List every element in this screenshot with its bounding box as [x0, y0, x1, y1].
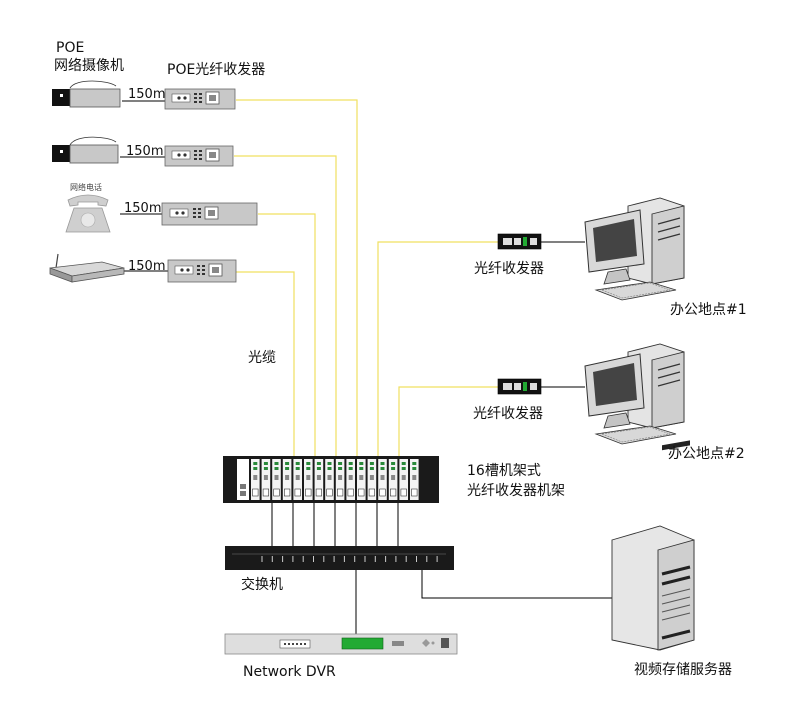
- fiber-lines: [234, 99, 498, 456]
- chassis-slot: [357, 459, 366, 500]
- fiber-transceiver-icon: [497, 378, 542, 395]
- network-dvr: [224, 633, 458, 655]
- chassis-slot: [293, 459, 302, 500]
- fiber-transceiver-icon: [161, 202, 258, 226]
- chassis-slot: [346, 459, 355, 500]
- chassis-slots: [251, 459, 419, 500]
- chassis-slot: [251, 459, 260, 500]
- label-poe: POE: [56, 40, 84, 56]
- ip-camera-icon: [52, 80, 121, 108]
- fiber-line-1: [236, 99, 358, 456]
- label-switch: 交换机: [241, 576, 283, 593]
- chassis-slot: [388, 459, 398, 500]
- fiber-line-office-1: [377, 241, 498, 456]
- fiber-transceiver-icon: [497, 233, 542, 250]
- desktop-pc-icon: [584, 343, 685, 445]
- fiber-line-2: [234, 155, 337, 456]
- label-poe-transceiver: POE光纤收发器: [167, 62, 265, 78]
- chassis-slot: [399, 459, 408, 500]
- ip-phone-icon: [65, 194, 111, 233]
- fiber-chassis-16-slot: [223, 456, 439, 503]
- label-video-server: 视频存储服务器: [634, 662, 732, 678]
- ip-camera-icon: [52, 136, 119, 164]
- chassis-slot: [335, 459, 345, 500]
- chassis-slot: [410, 459, 419, 500]
- label-chassis-line1: 16槽机架式: [467, 463, 541, 479]
- label-dvr: Network DVR: [243, 664, 336, 680]
- label-office-1: 办公地点#1: [670, 302, 747, 318]
- label-camera: 网络摄像机: [54, 58, 124, 74]
- fiber-transceiver-icon: [164, 88, 236, 110]
- label-distance-4: 150m: [128, 259, 165, 274]
- label-distance-2: 150m: [126, 144, 163, 159]
- fiber-line-4: [236, 271, 295, 456]
- chassis-slot: [261, 459, 271, 500]
- router-icon: [49, 253, 125, 283]
- label-office-2: 办公地点#2: [668, 446, 745, 462]
- desktop-pc-icon: [584, 197, 685, 301]
- label-remote-transceiver-2: 光纤收发器: [473, 406, 543, 422]
- fiber-line-office-2: [398, 386, 498, 456]
- fiber-transceiver-icon: [167, 259, 237, 283]
- switch-ports: [261, 556, 438, 562]
- cable-switch-server: [421, 570, 612, 599]
- ethernet-lines: [120, 100, 612, 634]
- fiber-line-3: [258, 213, 316, 456]
- label-remote-transceiver-1: 光纤收发器: [474, 261, 544, 277]
- label-fiber-cable: 光缆: [248, 350, 276, 366]
- chassis-slot: [367, 459, 377, 500]
- chassis-slot: [272, 459, 281, 500]
- fiber-transceiver-icon: [164, 145, 234, 167]
- label-distance-1: 150m: [128, 87, 165, 102]
- labels: POE 网络摄像机 POE光纤收发器 150m 150m 网络电话 150m 1…: [54, 40, 747, 680]
- chassis-slot: [378, 459, 387, 500]
- server-tower-icon: [611, 440, 695, 651]
- network-switch: [225, 546, 454, 570]
- label-distance-3: 150m: [124, 201, 161, 216]
- label-phone: 网络电话: [70, 182, 102, 192]
- chassis-slot: [325, 459, 334, 500]
- chassis-slot: [282, 459, 292, 500]
- chassis-slot: [304, 459, 313, 500]
- chassis-slot: [314, 459, 324, 500]
- label-chassis-line2: 光纤收发器机架: [467, 483, 565, 499]
